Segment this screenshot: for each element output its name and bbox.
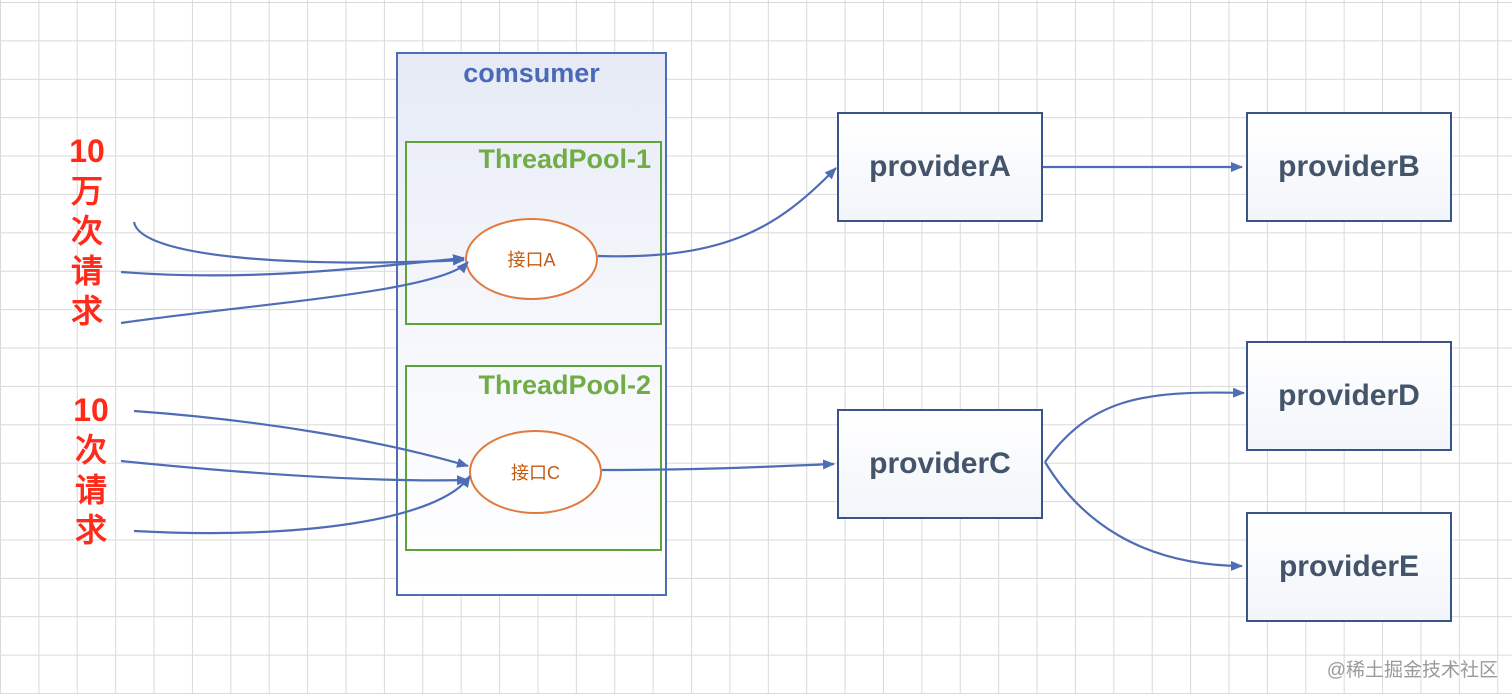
provider-e-node: providerE [1246, 512, 1452, 622]
consumer-title: comsumer [463, 58, 600, 88]
interface-a-node: 接口A [465, 218, 598, 300]
request-1-line: 请 [70, 253, 103, 289]
request-1-line: 万 [70, 173, 103, 209]
threadpool-1-title: ThreadPool-1 [478, 144, 651, 174]
threadpool-2-title: ThreadPool-2 [478, 370, 651, 400]
interface-a-label: 接口A [507, 250, 556, 270]
request-label-2: 10 次 请 求 [66, 390, 116, 550]
interface-c-label: 接口C [511, 463, 560, 483]
request-2-line: 求 [74, 512, 107, 548]
request-label-1: 10 万 次 请 求 [62, 131, 112, 331]
request-arrow-c1 [133, 409, 469, 468]
request-arrow-a3 [120, 261, 469, 325]
request-1-line: 次 [70, 213, 103, 249]
request-2-line: 次 [74, 432, 107, 468]
provider-a-node: providerA [837, 112, 1043, 222]
arrow-a-to-provider-a [597, 167, 837, 258]
interface-c-node: 接口C [469, 430, 602, 514]
request-2-line: 请 [74, 472, 107, 508]
watermark: @稀土掘金技术社区 [1326, 660, 1498, 681]
provider-c-label: providerC [869, 447, 1011, 480]
request-1-line: 求 [70, 293, 103, 329]
arrow-provider-c-to-e [1044, 461, 1243, 571]
request-1-line: 10 [69, 133, 105, 169]
provider-c-node: providerC [837, 409, 1043, 519]
threadpool-1-box [405, 141, 662, 325]
request-2-line: 10 [73, 392, 109, 428]
provider-a-label: providerA [869, 150, 1011, 183]
arrow-provider-c-to-d [1044, 387, 1245, 463]
request-arrow-c2 [120, 459, 469, 486]
request-arrow-c3 [133, 475, 471, 535]
arrow-c-to-provider-c [601, 459, 835, 472]
request-arrow-a1 [132, 221, 465, 266]
provider-b-label: providerB [1278, 150, 1420, 183]
provider-d-label: providerD [1278, 379, 1420, 412]
request-arrow-a2 [120, 254, 465, 277]
threadpool-2-box [405, 365, 662, 551]
provider-d-node: providerD [1246, 341, 1452, 451]
provider-e-label: providerE [1278, 550, 1420, 583]
provider-b-node: providerB [1246, 112, 1452, 222]
